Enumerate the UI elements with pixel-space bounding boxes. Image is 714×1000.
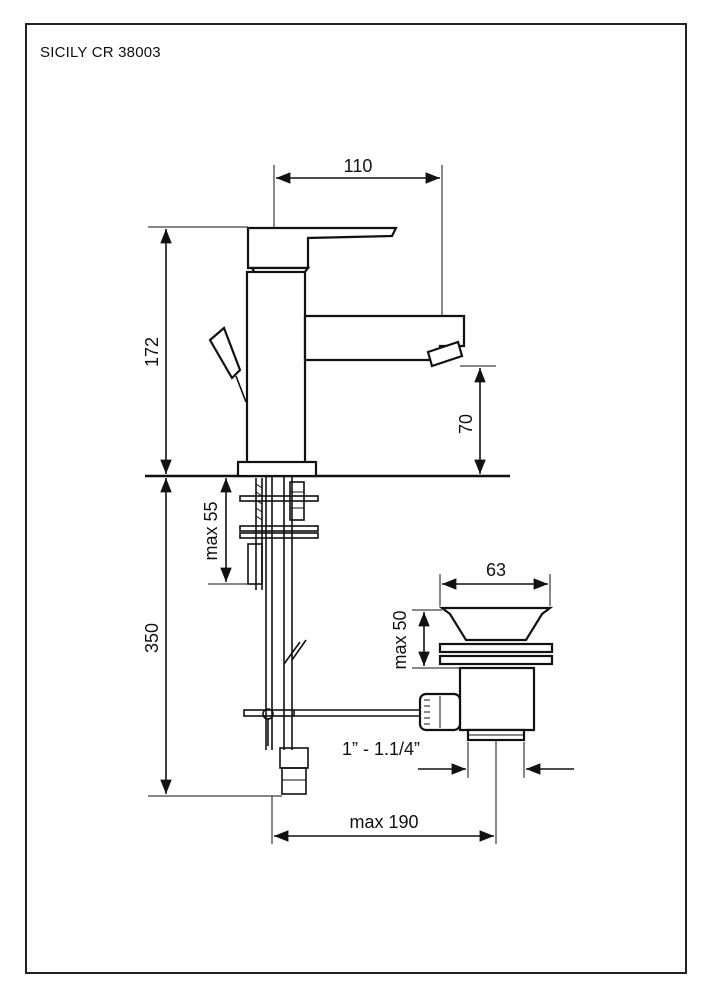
dim-label-max50: max 50 — [390, 610, 410, 669]
faucet-body — [208, 226, 466, 478]
dim-label-110: 110 — [344, 156, 373, 176]
dim-label-70: 70 — [456, 414, 476, 434]
product-title: SICILY CR 38003 — [40, 44, 161, 61]
dim-label-max55: max 55 — [201, 501, 221, 560]
dim-label-350: 350 — [142, 623, 162, 653]
dimension-waste-diameter: 63 — [439, 560, 551, 606]
dim-label-172: 172 — [142, 337, 162, 367]
dimension-spout-height: 70 — [456, 365, 496, 474]
dimension-below-deck: 350 — [142, 478, 282, 797]
dimension-total-height: 172 — [142, 226, 248, 474]
dimension-max-width: max 190 — [271, 740, 497, 844]
drawing-frame — [25, 23, 687, 974]
dim-label-max190: max 190 — [349, 812, 418, 832]
dim-label-thread: 1” - 1.1/4” — [342, 739, 420, 759]
dimension-waste-thread: 1” - 1.1/4” — [342, 739, 574, 778]
below-deck-hardware — [239, 476, 420, 795]
dimension-spout-reach: 110 — [273, 156, 443, 316]
waste-valve — [418, 606, 554, 742]
dim-label-63: 63 — [486, 560, 506, 580]
dimension-clamp: max 55 — [201, 478, 250, 585]
dimension-waste-height: max 50 — [390, 609, 460, 670]
